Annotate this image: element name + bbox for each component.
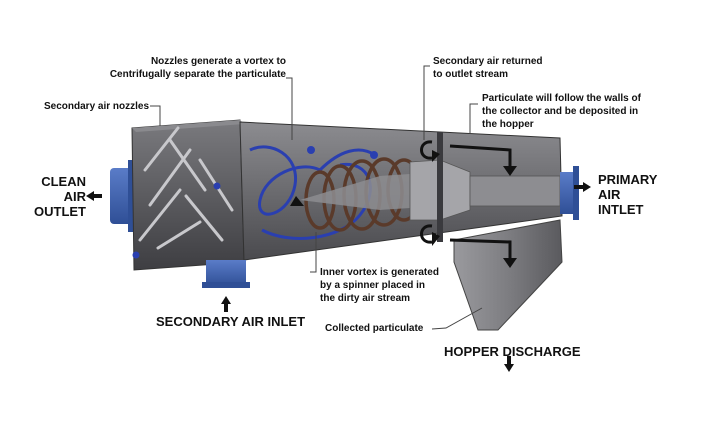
- secondary-air-nozzles: [138, 126, 234, 250]
- label-secondary-air-returned: Secondary air returned to outlet stream: [433, 56, 543, 80]
- label-secondary-air-inlet: SECONDARY AIR INLET: [156, 314, 306, 329]
- flow-arrows: [420, 140, 512, 262]
- leader-lines: [150, 65, 483, 330]
- transition-nozzle: [409, 132, 561, 242]
- primary-air-inlet-duct: [560, 166, 579, 220]
- spinner-cone: [300, 174, 410, 210]
- label-hopper-discharge: HOPPER DISCHARGE: [444, 344, 581, 359]
- external-arrows: [86, 182, 591, 372]
- clean-air-outlet-duct: [110, 160, 134, 232]
- secondary-air-inlet-duct: [202, 260, 250, 288]
- secondary-air-chamber: [131, 119, 245, 271]
- label-inner-vortex: Inner vortex is generated by a spinner p…: [320, 267, 439, 304]
- label-particulate-follow: Particulate will follow the walls of the…: [482, 93, 641, 130]
- label-clean-air-outlet: CLEAN AIR OUTLET: [34, 174, 86, 219]
- hopper: [453, 219, 563, 331]
- outer-vortex: [249, 145, 376, 240]
- label-collected-particulate: Collected particulate: [325, 323, 424, 334]
- label-secondary-air-nozzles: Secondary air nozzles: [44, 101, 150, 112]
- label-primary-air-inlet: PRIMARY AIR INTLET: [598, 172, 658, 217]
- flow-arrowheads: [290, 150, 517, 268]
- label-nozzles-vortex: Nozzles generate a vortex to Centrifugal…: [109, 56, 286, 80]
- nozzle-tips: [132, 182, 221, 259]
